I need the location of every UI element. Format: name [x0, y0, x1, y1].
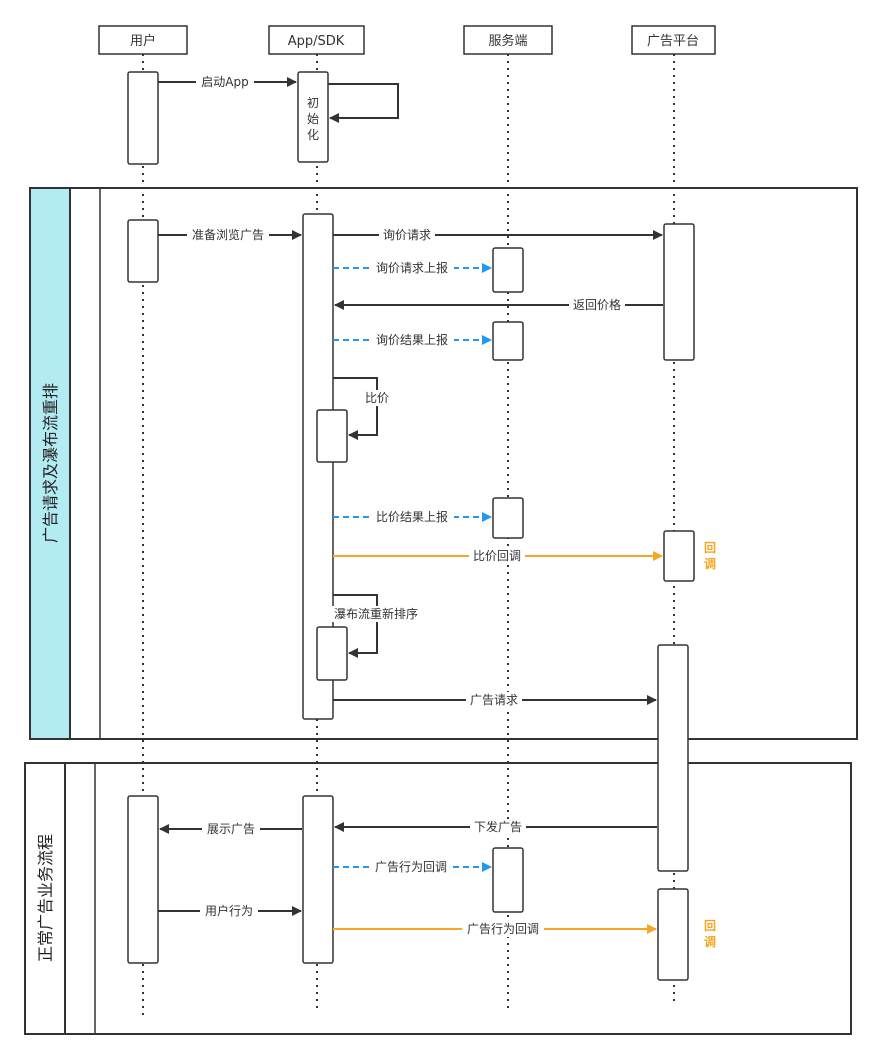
init-label-2: 始	[307, 112, 319, 126]
svg-text:比价: 比价	[365, 391, 389, 405]
participant-user: 用户	[98, 25, 188, 55]
svg-text:用户: 用户	[130, 33, 156, 49]
svg-text:广告平台: 广告平台	[647, 34, 699, 49]
msg-ad-behavior-callback-server: 广告行为回调	[333, 859, 492, 875]
svg-text:比价回调: 比价回调	[473, 549, 521, 563]
svg-text:比价结果上报: 比价结果上报	[376, 509, 448, 524]
svg-text:广告行为回调: 广告行为回调	[467, 922, 539, 936]
init-label-3: 化	[307, 128, 319, 142]
activation-bars	[127, 71, 695, 981]
msg-return-price: 返回价格	[334, 297, 663, 313]
svg-text:App/SDK: App/SDK	[288, 34, 345, 49]
group-waterfall: 广告请求及瀑布流重排	[29, 187, 858, 740]
msg-compare-self: 比价	[333, 377, 392, 440]
svg-text:询价请求: 询价请求	[383, 228, 431, 242]
msg-init-self: 初 始 化	[307, 83, 399, 142]
lifelines	[142, 54, 675, 1020]
callback-note-1b: 调	[704, 557, 716, 571]
svg-text:询价结果上报: 询价结果上报	[376, 332, 448, 347]
callback-note-1a: 回	[704, 541, 716, 555]
msg-prepare-browse: 准备浏览广告	[158, 227, 302, 243]
svg-text:展示广告: 展示广告	[207, 822, 255, 836]
svg-text:服务端: 服务端	[488, 33, 527, 49]
svg-text:下发广告: 下发广告	[474, 819, 522, 834]
msg-inquiry-request: 询价请求	[333, 227, 663, 243]
init-label-1: 初	[307, 96, 319, 110]
msg-deliver-ad: 下发广告	[334, 819, 657, 835]
msg-show-ad: 展示广告	[159, 821, 302, 837]
msg-ad-behavior-callback-platform: 广告行为回调 回 调	[333, 919, 716, 949]
msg-ad-request: 广告请求	[333, 692, 657, 708]
callback-note-2b: 调	[704, 935, 716, 949]
msg-inquiry-result-report: 询价结果上报	[333, 332, 492, 348]
group-normal-title: 正常广告业务流程	[36, 834, 55, 962]
callback-note-2a: 回	[704, 919, 716, 933]
svg-text:广告请求: 广告请求	[470, 693, 518, 707]
svg-text:返回价格: 返回价格	[573, 297, 621, 312]
svg-text:准备浏览广告: 准备浏览广告	[192, 227, 264, 242]
participant-server: 服务端	[463, 25, 553, 55]
msg-compare-callback: 比价回调 回 调	[333, 541, 716, 571]
group-normal-flow: 正常广告业务流程	[24, 762, 852, 1035]
group-waterfall-header	[29, 187, 71, 740]
msg-compare-result-report: 比价结果上报	[333, 509, 492, 525]
participant-app-sdk: App/SDK	[268, 25, 365, 55]
msg-start-app: 启动App	[158, 74, 297, 90]
participant-ad-platform: 广告平台	[631, 25, 716, 55]
svg-text:瀑布流重新排序: 瀑布流重新排序	[334, 606, 418, 621]
msg-waterfall-reorder: 瀑布流重新排序	[330, 594, 422, 658]
group-waterfall-title: 广告请求及瀑布流重排	[41, 383, 60, 543]
msg-inquiry-report: 询价请求上报	[333, 260, 492, 276]
svg-text:启动App: 启动App	[201, 75, 248, 89]
msg-user-behavior: 用户行为	[158, 903, 302, 919]
svg-text:用户行为: 用户行为	[205, 903, 253, 918]
svg-text:广告行为回调: 广告行为回调	[375, 860, 447, 874]
svg-text:询价请求上报: 询价请求上报	[376, 260, 448, 275]
